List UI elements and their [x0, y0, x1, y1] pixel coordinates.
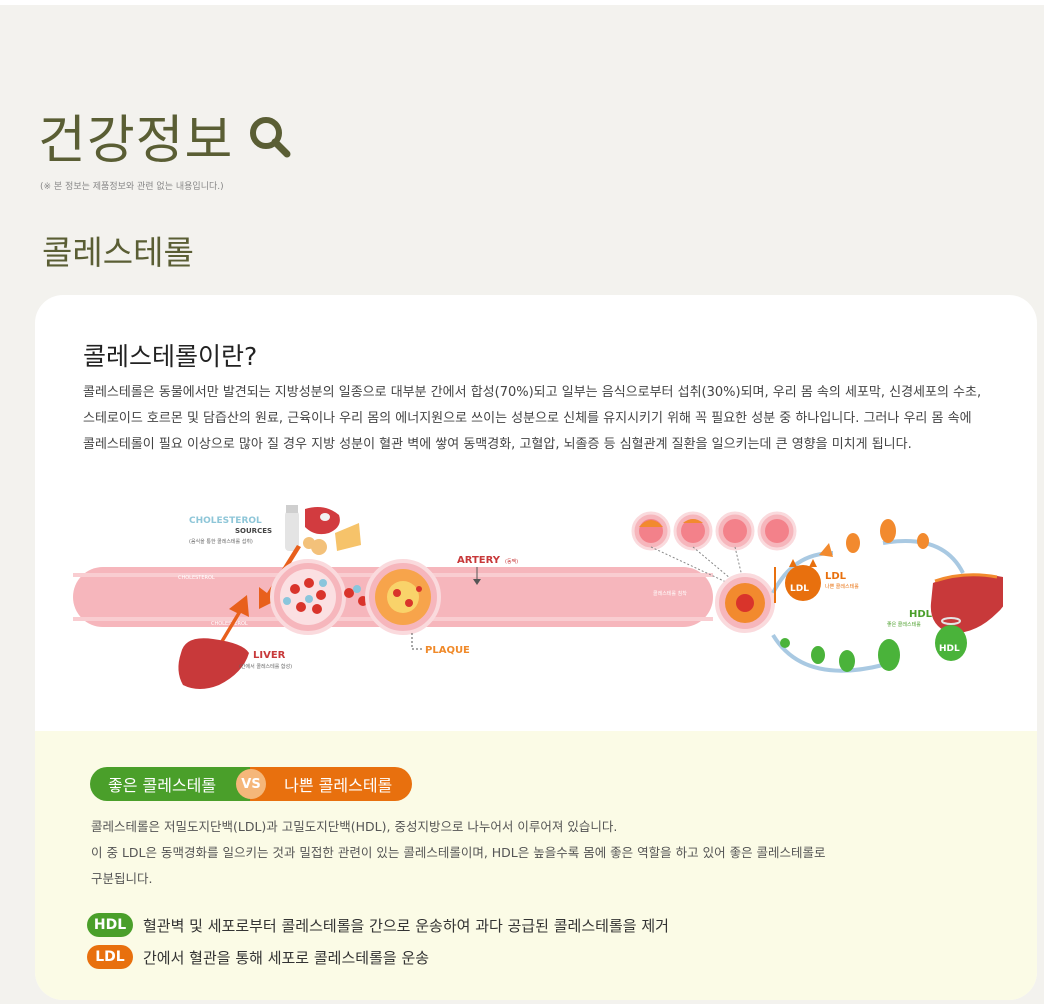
comparison-line-3: 구분됩니다.	[91, 871, 153, 886]
good-vs-bad-pill: 좋은 콜레스테롤 나쁜 콜레스테롤 VS	[90, 767, 413, 801]
hdl-particles	[780, 638, 900, 672]
page-title: 건강정보	[38, 98, 293, 173]
hdl-definition: HDL 혈관벽 및 세포로부터 콜레스테롤을 간으로 운송하여 과다 공급된 콜…	[87, 913, 669, 937]
hdl-char-text: HDL	[939, 644, 960, 654]
ldl-character: LDL	[774, 559, 821, 603]
intro-paragraph: 콜레스테롤은 동물에서만 발견되는 지방성분의 일종으로 대부분 간에서 합성(…	[83, 385, 982, 452]
ldl-label: LDL	[825, 571, 847, 582]
ldl-definition-text: 간에서 혈관을 통해 세포로 콜레스테롤을 운송	[143, 948, 430, 967]
hdl-label: HDL	[909, 609, 933, 620]
sources-sub: SOURCES	[235, 527, 272, 535]
hdl-definition-text: 혈관벽 및 세포로부터 콜레스테롤을 간으로 운송하여 과다 공급된 콜레스테롤…	[143, 916, 669, 935]
vs-badge: VS	[236, 769, 266, 799]
liver-right-icon	[930, 574, 1003, 634]
ldl-particles	[846, 519, 929, 553]
search-icon[interactable]	[247, 113, 293, 159]
sources-title: CHOLESTEROL	[189, 516, 262, 526]
comparison-line-2: 이 중 LDL은 동맥경화를 일으키는 것과 밀접한 관련이 있는 콜레스테롤이…	[91, 845, 826, 860]
comparison-section: 좋은 콜레스테롤 나쁜 콜레스테롤 VS 콜레스테롤은 저밀도지단백(LDL)과…	[35, 731, 1037, 1000]
cholesterol-diagram: CHOLESTEROL CHOLESTEROL CHOLESTEROL SOUR…	[73, 505, 1003, 689]
liver-arrow	[213, 595, 249, 653]
comparison-line-1: 콜레스테롤은 저밀도지단백(LDL)과 고밀도지단백(HDL), 중성지방으로 …	[91, 819, 618, 834]
cholesterol-tag-2: CHOLESTEROL	[211, 621, 248, 627]
deposit-stages	[631, 511, 797, 551]
ldl-definition: LDL 간에서 혈관을 통해 세포로 콜레스테롤을 운송	[87, 945, 429, 969]
section-title: 콜레스테롤	[42, 233, 194, 272]
good-cholesterol-label: 좋은 콜레스테롤	[90, 767, 251, 801]
ldl-tag: LDL	[87, 945, 133, 969]
page-title-text: 건강정보	[38, 111, 234, 171]
liver-note: (간에서 콜레스테롤 합성)	[239, 663, 292, 670]
liver-label: LIVER	[253, 650, 286, 661]
card-heading: 콜레스테롤이란?	[83, 342, 258, 371]
plaque-label: PLAQUE	[425, 645, 470, 656]
artery-note: (동맥)	[505, 558, 518, 565]
liver-icon	[178, 638, 249, 689]
artery-label: ARTERY	[457, 555, 501, 566]
ldl-note: 나쁜 콜레스테롤	[825, 583, 859, 590]
top-bar	[0, 0, 1044, 5]
content-card: 콜레스테롤이란? 콜레스테롤은 동물에서만 발견되는 지방성분의 일종으로 대부…	[35, 295, 1037, 1000]
hdl-note: 좋은 콜레스테롤	[887, 621, 921, 628]
disclaimer-notice: (※ 본 정보는 제품정보와 관련 없는 내용입니다.)	[40, 182, 224, 192]
ldl-char-text: LDL	[790, 584, 809, 594]
deposit-note: 콜레스테롤 침착	[653, 590, 687, 597]
hdl-tag: HDL	[87, 913, 133, 937]
bad-cholesterol-label: 나쁜 콜레스테롤	[250, 767, 413, 801]
food-sources-icon	[285, 505, 361, 555]
sources-note: (음식을 통한 콜레스테롤 섭취)	[189, 538, 253, 545]
cholesterol-tag-1: CHOLESTEROL	[178, 575, 215, 581]
comparison-paragraph: 콜레스테롤은 저밀도지단백(LDL)과 고밀도지단백(HDL), 중성지방으로 …	[91, 814, 971, 892]
hdl-character: HDL	[935, 617, 967, 661]
